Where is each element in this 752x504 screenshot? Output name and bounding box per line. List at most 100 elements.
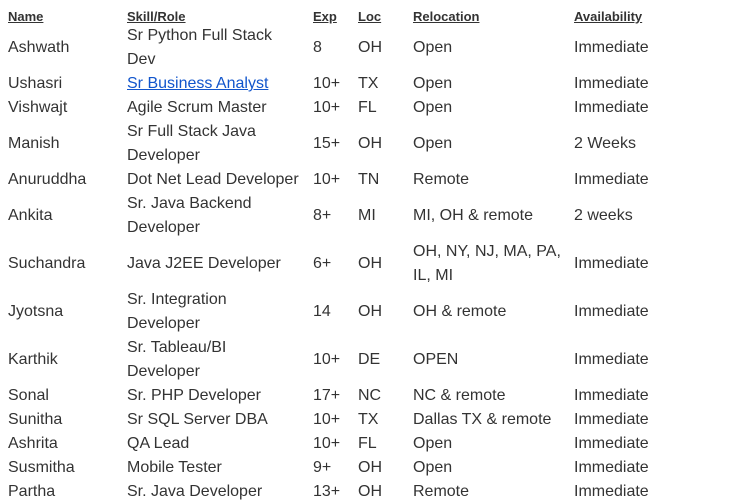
table-row: Susmitha Mobile Tester 9+ OH Open Immedi…: [3, 456, 699, 480]
skill-line-1: Sr. Java Backend: [127, 195, 252, 212]
skill-line-1: Sr Full Stack Java: [127, 123, 256, 140]
cell-name: Suchandra: [8, 255, 86, 272]
cell-name: Ashwath: [8, 39, 70, 56]
header-row: Name Skill/Role Exp Loc Relocation Avail…: [3, 5, 699, 24]
header-relocation: Relocation: [413, 9, 480, 24]
cell-exp: 10+: [313, 171, 341, 188]
cell-loc: MI: [358, 207, 376, 224]
cell-relocation: OH, NY, NJ, MA, PA, IL, MI: [408, 240, 569, 288]
cell-skill: Sr. Tableau/BI Developer: [127, 339, 227, 380]
cell-availability: Immediate: [574, 39, 649, 56]
cell-name: Vishwajt: [8, 99, 68, 116]
header-availability: Availability: [574, 9, 643, 24]
table-row: Suchandra Java J2EE Developer 6+ OH OH, …: [3, 240, 699, 288]
cell-relocation: Remote: [413, 483, 470, 500]
cell-exp: 10+: [313, 411, 341, 428]
skill-line-2: Developer: [127, 147, 200, 164]
cell-exp: 17+: [313, 387, 341, 404]
cell-exp: 8: [313, 39, 322, 56]
cell-exp: 8+: [313, 207, 332, 224]
cell-availability: Immediate: [574, 171, 649, 188]
cell-skill: QA Lead: [127, 435, 190, 452]
cell-loc: OH: [358, 39, 382, 56]
cell-availability: Immediate: [574, 99, 649, 116]
cell-name: Partha: [8, 483, 56, 500]
cell-relocation: NC & remote: [413, 387, 506, 404]
cell-relocation: Open: [413, 99, 453, 116]
relocation-line-1: OH, NY, NJ, MA, PA,: [413, 243, 561, 260]
cell-loc: OH: [358, 255, 382, 272]
cell-name: Jyotsna: [8, 303, 64, 320]
skill-line-2: Developer: [127, 219, 200, 236]
skill-link-sr-business-analyst[interactable]: Sr Business Analyst: [127, 75, 269, 92]
cell-relocation: Open: [413, 75, 453, 92]
cell-loc: FL: [358, 99, 377, 116]
cell-loc: FL: [358, 435, 377, 452]
table-row: Ashwath Sr Python Full Stack Dev 8 OH Op…: [3, 24, 699, 72]
cell-relocation: Open: [413, 459, 453, 476]
cell-relocation: Open: [413, 135, 453, 152]
cell-name: Anuruddha: [8, 171, 87, 188]
cell-skill: Java J2EE Developer: [127, 255, 281, 272]
cell-availability: Immediate: [574, 387, 649, 404]
cell-availability: Immediate: [574, 459, 649, 476]
cell-name: Ashrita: [8, 435, 58, 452]
cell-availability: Immediate: [574, 75, 649, 92]
relocation-line-2: IL, MI: [413, 267, 454, 284]
cell-availability: Immediate: [574, 411, 649, 428]
cell-loc: NC: [358, 387, 382, 404]
cell-name: Sonal: [8, 387, 49, 404]
cell-skill: Agile Scrum Master: [127, 99, 267, 116]
cell-loc: OH: [358, 483, 382, 500]
cell-availability: 2 weeks: [574, 207, 633, 224]
header-skill-role: Skill/Role: [127, 9, 186, 24]
cell-relocation: OH & remote: [413, 303, 507, 320]
cell-skill: Sr Python Full Stack Dev: [127, 27, 272, 68]
cell-exp: 13+: [313, 483, 341, 500]
cell-availability: Immediate: [574, 483, 649, 500]
cell-loc: TX: [358, 75, 379, 92]
header-loc: Loc: [358, 9, 382, 24]
cell-name: Ankita: [8, 207, 53, 224]
cell-name: Susmitha: [8, 459, 75, 476]
cell-relocation: Open: [413, 39, 453, 56]
cell-exp: 10+: [313, 435, 341, 452]
cell-loc: OH: [358, 303, 382, 320]
cell-skill: Sr SQL Server DBA: [127, 411, 268, 428]
cell-exp: 10+: [313, 99, 341, 116]
table-row: Ashrita QA Lead 10+ FL Open Immediate: [3, 432, 699, 456]
cell-availability: Immediate: [574, 303, 649, 320]
table-row: Vishwajt Agile Scrum Master 10+ FL Open …: [3, 96, 699, 120]
table-row: Karthik Sr. Tableau/BI Developer 10+ DE …: [3, 336, 699, 384]
table-row: Sonal Sr. PHP Developer 17+ NC NC & remo…: [3, 384, 699, 408]
cell-relocation: Dallas TX & remote: [413, 411, 552, 428]
cell-relocation: OPEN: [413, 351, 459, 368]
cell-exp: 6+: [313, 255, 332, 272]
cell-exp: 15+: [313, 135, 341, 152]
cell-availability: 2 Weeks: [574, 135, 636, 152]
table-row: Sunitha Sr SQL Server DBA 10+ TX Dallas …: [3, 408, 699, 432]
cell-relocation: MI, OH & remote: [413, 207, 534, 224]
cell-skill: Dot Net Lead Developer: [127, 171, 299, 188]
cell-availability: Immediate: [574, 255, 649, 272]
cell-skill: Sr Business Analyst: [122, 72, 308, 96]
table-row: Jyotsna Sr. Integration Developer 14 OH …: [3, 288, 699, 336]
header-exp: Exp: [313, 9, 337, 24]
cell-loc: TX: [358, 411, 379, 428]
cell-loc: TN: [358, 171, 380, 188]
cell-loc: DE: [358, 351, 381, 368]
cell-exp: 9+: [313, 459, 332, 476]
table-row: Anuruddha Dot Net Lead Developer 10+ TN …: [3, 168, 699, 192]
cell-exp: 14: [313, 303, 331, 320]
cell-name: Sunitha: [8, 411, 63, 428]
candidates-table: Name Skill/Role Exp Loc Relocation Avail…: [3, 5, 699, 504]
header-name: Name: [8, 9, 44, 24]
cell-skill: Sr. PHP Developer: [127, 387, 261, 404]
cell-relocation: Remote: [413, 171, 470, 188]
cell-exp: 10+: [313, 75, 341, 92]
cell-loc: OH: [358, 459, 382, 476]
